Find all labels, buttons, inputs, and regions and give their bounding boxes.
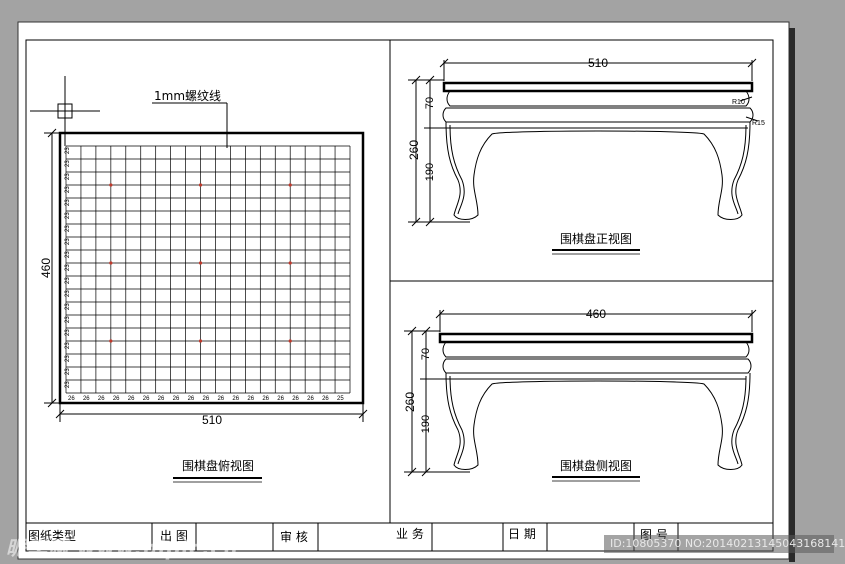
front-table-body — [442, 81, 754, 220]
left-tick-label: 23 — [65, 173, 71, 180]
front-radius-r10: R10 — [732, 99, 745, 106]
side-view: 460 260 70 190 围棋盘侧视图 — [403, 307, 757, 482]
left-tick-label: 23 — [65, 212, 71, 219]
front-view: 510 260 70 190 R10 R15 围棋盘正视图 — [407, 56, 765, 255]
top-view-title: 围棋盘俯视图 — [182, 458, 254, 473]
star-point — [288, 183, 292, 187]
star-point — [288, 339, 292, 343]
drawing-frame — [25, 39, 774, 552]
left-tick-label: 23 — [65, 381, 71, 388]
bottom-tick-label: 26 — [217, 396, 224, 402]
left-tick-label: 23 — [65, 225, 71, 232]
bottom-tick-labels: 26 26 26 26 26 26 26 26 26 26 26 26 26 26 26 26 26 26 25 — [68, 396, 344, 402]
front-dim-upper: 70 — [424, 97, 436, 109]
left-tick-label: 23 — [65, 329, 71, 336]
star-point — [198, 261, 203, 265]
front-dim-lower: 190 — [424, 163, 436, 181]
side-view-title: 围棋盘侧视图 — [560, 458, 632, 473]
star-point — [109, 183, 113, 187]
left-tick-label: 23 — [65, 290, 71, 297]
board-outline — [58, 131, 365, 405]
title-business: 业 务 — [396, 526, 424, 541]
drawing-sheet — [17, 21, 790, 560]
dim-height-lines — [44, 128, 60, 408]
bottom-tick-label: 26 — [113, 396, 120, 402]
front-dimension-lines — [408, 58, 759, 227]
star-point — [198, 183, 203, 187]
bottom-tick-label: 26 — [262, 396, 269, 402]
left-tick-label: 23 — [65, 316, 71, 323]
bottom-tick-label: 26 — [68, 396, 75, 402]
bottom-tick-label: 26 — [143, 396, 150, 402]
front-dim-width: 510 — [588, 56, 608, 70]
dim-width-lines — [55, 404, 368, 422]
left-tick-label: 23 — [65, 368, 71, 375]
thread-line-callout: 1mm螺纹线 — [154, 89, 221, 103]
side-dimension-lines — [404, 309, 757, 477]
bottom-tick-label: 26 — [158, 396, 165, 402]
bottom-tick-label: 26 — [128, 396, 135, 402]
side-dim-width: 460 — [586, 307, 606, 321]
bottom-tick-label: 26 — [277, 396, 284, 402]
dim-width-label: 510 — [202, 413, 222, 427]
bottom-tick-label: 26 — [307, 396, 314, 402]
bottom-tick-label: 26 — [188, 396, 195, 402]
left-tick-label: 23 — [65, 160, 71, 167]
bottom-tick-label: 26 — [203, 396, 210, 402]
sheet-shadow — [789, 28, 795, 562]
side-dim-total-height: 260 — [403, 392, 417, 412]
bottom-tick-label: 25 — [337, 396, 344, 402]
left-tick-label: 23 — [65, 277, 71, 284]
left-tick-label: 23 — [65, 342, 71, 349]
bottom-tick-label: 26 — [98, 396, 105, 402]
title-date: 日 期 — [508, 527, 536, 541]
left-tick-label: 23 — [65, 186, 71, 193]
front-view-title: 围棋盘正视图 — [560, 231, 632, 246]
left-tick-labels: 23 23 23 23 23 23 23 23 23 23 23 23 23 23 23 23 23 23 23 — [65, 147, 71, 388]
left-tick-label: 23 — [65, 251, 71, 258]
left-tick-label: 23 — [65, 264, 71, 271]
title-drawn-by: 出 图 — [160, 529, 188, 543]
left-tick-label: 23 — [65, 238, 71, 245]
left-tick-label: 23 — [65, 303, 71, 310]
bottom-tick-label: 26 — [322, 396, 329, 402]
watermark-logo: 昵享网 www.nipic.cn — [6, 536, 239, 560]
side-dim-lower: 190 — [420, 415, 432, 433]
side-dim-upper: 70 — [420, 348, 432, 360]
star-point — [109, 339, 113, 343]
side-table-body — [438, 332, 754, 470]
board-grid — [65, 145, 351, 394]
left-tick-label: 23 — [65, 147, 71, 154]
star-point — [198, 339, 203, 343]
crosshair-cursor — [30, 76, 100, 146]
bottom-tick-label: 26 — [292, 396, 299, 402]
top-view: 26 26 26 26 26 26 26 26 26 26 26 26 26 26 26 26 26 26 25 2… — [30, 76, 368, 483]
star-points — [109, 183, 292, 343]
left-tick-label: 23 — [65, 355, 71, 362]
front-dim-total-height: 260 — [407, 140, 421, 160]
callout-leader — [152, 102, 228, 148]
front-radius-r15: R15 — [752, 120, 765, 127]
title-review: 审 核 — [280, 529, 308, 544]
left-tick-label: 23 — [65, 199, 71, 206]
title-drawing-type: 图纸类型 — [28, 529, 76, 543]
star-point — [288, 261, 292, 265]
bottom-tick-label: 26 — [173, 396, 180, 402]
bottom-tick-label: 26 — [247, 396, 254, 402]
bottom-tick-label: 26 — [232, 396, 239, 402]
bottom-tick-label: 26 — [83, 396, 90, 402]
image-id-strip: ID:10805370 NO:20140213145043168141 — [604, 535, 845, 553]
dim-height-label: 460 — [39, 258, 53, 278]
star-point — [109, 261, 113, 265]
